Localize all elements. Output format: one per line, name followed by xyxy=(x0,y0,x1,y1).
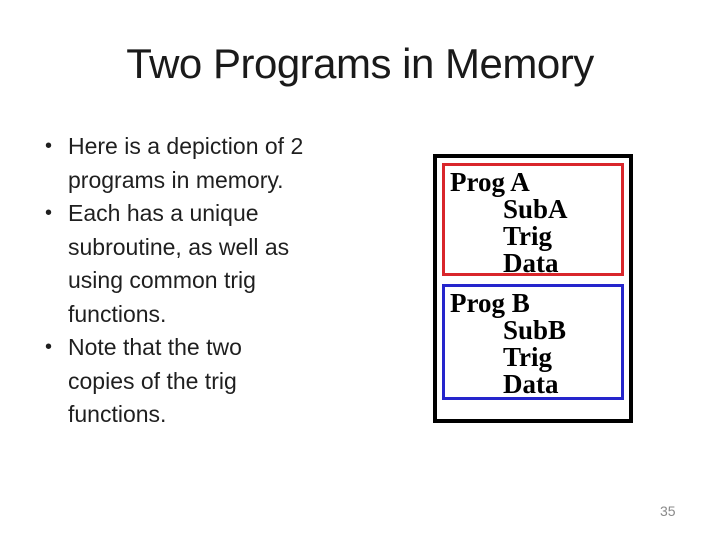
program-item: Trig xyxy=(503,342,552,372)
program-item: Trig xyxy=(503,221,552,251)
bullet-marker: • xyxy=(45,202,53,224)
program-item: Data xyxy=(503,248,559,278)
program-name: Prog A xyxy=(450,167,530,197)
bullet-text: Here is a depiction of 2 programs in mem… xyxy=(68,130,390,197)
bullet-line: Here is a depiction of 2 xyxy=(68,133,304,159)
page-title: Two Programs in Memory xyxy=(126,40,594,87)
bullet-item: • Note that the two copies of the trig f… xyxy=(45,331,390,432)
bullet-line: subroutine, as well as xyxy=(68,233,290,260)
bullet-line: functions. xyxy=(68,300,167,327)
bullet-line: using common trig xyxy=(68,267,256,293)
bullet-item: • Here is a depiction of 2 programs in m… xyxy=(45,130,390,197)
bullet-marker: • xyxy=(45,336,53,358)
program-item: Data xyxy=(503,369,559,399)
bullet-marker: • xyxy=(45,135,53,157)
bullet-line: Each has a unique xyxy=(68,200,259,226)
program-block-b: Prog B SubB Trig Data xyxy=(442,284,624,400)
memory-diagram: Prog A SubA Trig Data Prog B SubB Trig D… xyxy=(433,154,633,423)
bullet-item: • Each has a unique subroutine, as well … xyxy=(45,197,390,331)
bullet-line: functions. xyxy=(68,401,167,427)
program-item: SubA xyxy=(503,194,568,224)
bullet-text: Each has a unique subroutine, as well as… xyxy=(68,197,390,331)
page-number: 35 xyxy=(660,503,676,519)
program-item: SubB xyxy=(503,315,567,345)
program-name: Prog B xyxy=(450,288,530,318)
program-block-a: Prog A SubA Trig Data xyxy=(442,163,624,278)
bullet-text: Note that the two copies of the trig fun… xyxy=(68,331,390,432)
bullet-line: programs in memory. xyxy=(68,166,284,193)
bullet-list: • Here is a depiction of 2 programs in m… xyxy=(45,130,390,432)
bullet-line: copies of the trig xyxy=(68,367,237,394)
bullet-line: Note that the two xyxy=(68,334,242,360)
